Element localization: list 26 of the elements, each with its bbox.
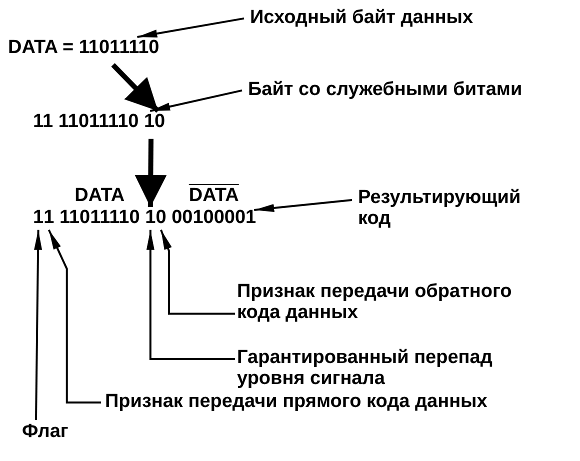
bit-text: 0 [156, 208, 166, 229]
bit-text: 1 [33, 208, 44, 229]
arrow [137, 17, 244, 38]
annotation-text: Признак передачи обратного кода данных [237, 282, 547, 324]
arrow [254, 199, 352, 212]
annotation-text: Байт со служебными битами [248, 80, 568, 101]
label: DATA [74, 186, 125, 207]
bit-string-text: 11 11011110 10 [33, 112, 166, 133]
annotation-text: Исходный байт данных [250, 8, 550, 29]
annotation-text: Гарантированный перепад уровня сигнала [237, 348, 547, 390]
block-arrow [134, 138, 167, 208]
bit-group-text: 11011110 [59, 208, 140, 229]
annotation-text: Признак передачи прямого кода данных [105, 392, 565, 413]
arrow [150, 89, 242, 112]
annotation-text: Флаг [22, 422, 68, 443]
block-arrow [111, 63, 160, 113]
data-byte-text: DATA = 11011110 [8, 38, 160, 59]
leader-arrow [48, 229, 101, 404]
bit-text: 1 [44, 208, 54, 229]
annotation-text: Результирующий код [358, 188, 528, 230]
bit-group-text: 00100001 [172, 208, 256, 229]
leader-arrow [146, 230, 235, 360]
bit-text: 1 [145, 208, 156, 229]
leader-arrow [34, 230, 42, 420]
leader-arrow [160, 230, 235, 315]
overlined-label: DATA [188, 186, 239, 207]
